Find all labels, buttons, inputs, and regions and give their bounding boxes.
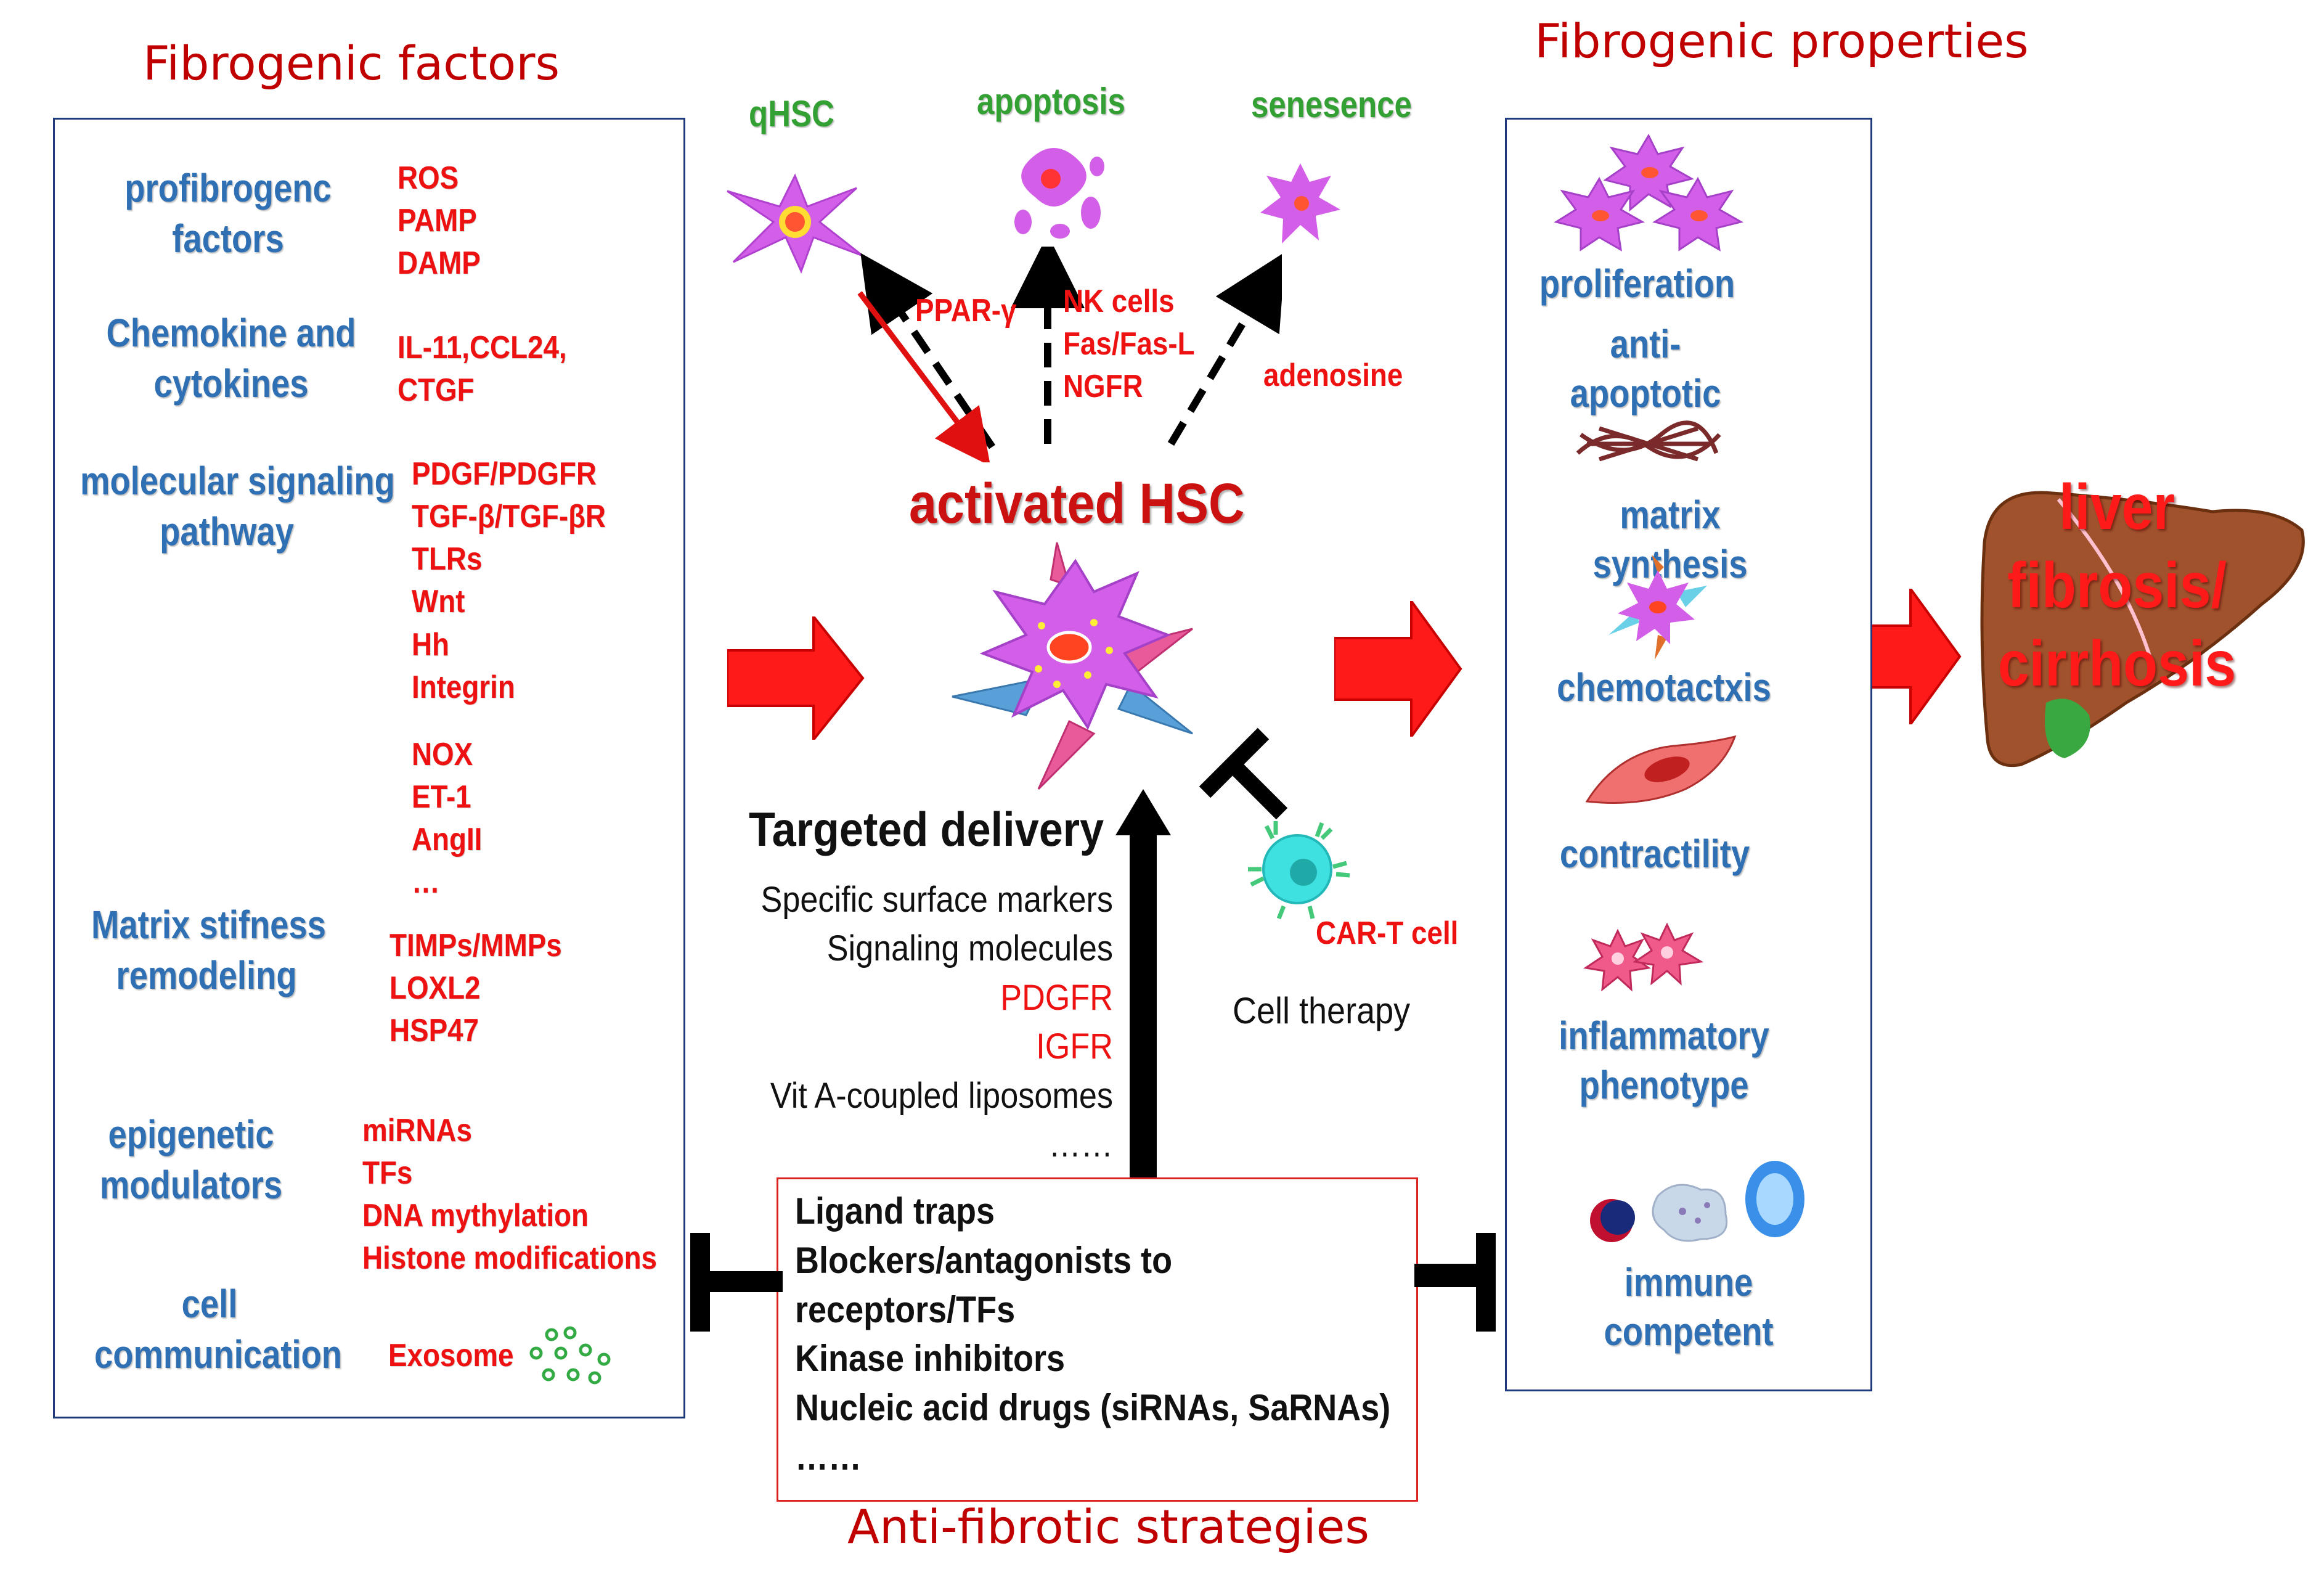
matrix-synthesis-label: matrix synthesis	[1592, 493, 1748, 586]
inhibit-left-bar	[690, 1233, 783, 1332]
activated-hsc-cell-icon	[952, 542, 1193, 790]
strategies-list: Ligand traps Blockers/antagonists to rec…	[795, 1190, 1391, 1478]
outcome-label: liver fibrosis/ cirrhosis	[1997, 472, 2236, 700]
immune-competent-label: immune competent	[1604, 1260, 1774, 1354]
contractility-cell-icon	[1585, 735, 1737, 804]
proliferation-label: proliferation	[1539, 261, 1735, 306]
qhsc-cell-icon	[727, 173, 863, 274]
ppar-gamma-label: PPAR-γ	[915, 293, 1017, 329]
adenosine-label: adenosine	[1263, 358, 1403, 393]
fibrogenic-factors-header: Fibrogenic factors	[143, 36, 560, 91]
inflammatory-cell-icon	[1583, 922, 1704, 992]
cell-therapy-label: Cell therapy	[1233, 990, 1411, 1031]
chemotaxis-label: chemotactxis	[1557, 665, 1771, 710]
car-t-cell-icon	[1248, 821, 1350, 920]
chemotaxis-cell-icon	[1608, 555, 1707, 660]
car-t-label: CAR-T cell	[1316, 915, 1459, 951]
fibrogenic-properties-header: Fibrogenic properties	[1535, 14, 2029, 68]
delivery-up-arrow	[1115, 789, 1171, 1184]
targeted-delivery-title: Targeted delivery	[749, 802, 1104, 856]
immune-cells-icon	[1590, 1161, 1804, 1242]
activated-hsc-label: activated HSC	[909, 472, 1245, 535]
anti-fibrotic-strategies-box	[777, 1177, 1418, 1502]
anti-fibrotic-strategies-header: Anti-fibrotic strategies	[847, 1499, 1370, 1554]
contractility-label: contractility	[1559, 832, 1750, 876]
arrow-hsc-to-properties	[1334, 601, 1462, 737]
matrix-fiber-icon	[1576, 420, 1721, 462]
exosome-icon	[529, 1326, 611, 1385]
state-transition-arrows	[857, 247, 1282, 462]
qhsc-label: qHSC	[749, 93, 834, 134]
fibrogenic-factors-panel	[53, 118, 685, 1418]
arrow-factors-to-hsc	[727, 616, 865, 740]
apoptosis-cell-icon	[1014, 148, 1104, 239]
liver-icon	[1980, 491, 2305, 767]
senesence-label: senesence	[1251, 84, 1412, 125]
anti-apoptotic-label: anti-apoptotic	[1570, 322, 1721, 415]
proliferation-icon	[1554, 133, 1743, 252]
senescent-cell-icon	[1260, 163, 1340, 244]
factor-item-exosome: Exosome	[388, 1338, 514, 1373]
inhibit-right-bar	[1414, 1233, 1496, 1332]
targeted-delivery-list: Specific surface markers Signaling molec…	[760, 880, 1113, 1165]
car-t-inhibition-bar	[1199, 727, 1288, 820]
apoptosis-label: apoptosis	[977, 81, 1125, 122]
factor-items-chemokine: IL-11,CCL24,CTGF	[398, 330, 567, 409]
